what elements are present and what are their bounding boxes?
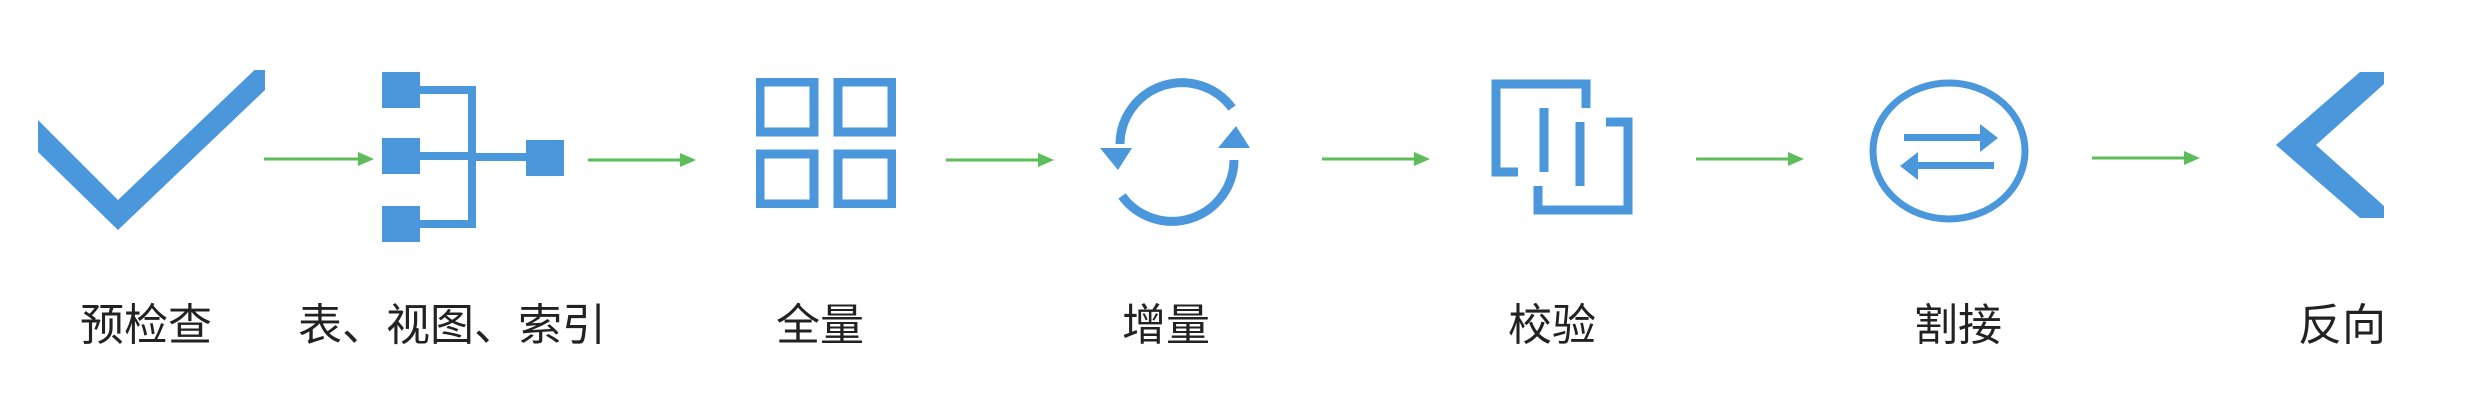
step-label-table-view-index: 表、视图、索引 <box>298 300 606 351</box>
flow-arrow-1 <box>264 149 374 169</box>
checkmark-icon <box>38 70 266 230</box>
step-label-incremental: 增量 <box>1122 300 1210 351</box>
step-label-verify: 校验 <box>1508 300 1596 351</box>
sync-icon <box>1086 74 1268 230</box>
flow-arrow-5 <box>1696 149 1804 169</box>
switch-icon <box>1868 78 2030 224</box>
grid-icon <box>756 78 896 208</box>
step-label-cutover: 割接 <box>1914 300 2002 351</box>
schema-tree-icon <box>382 72 564 244</box>
step-label-reverse: 反向 <box>2298 300 2386 351</box>
chevron-left-icon <box>2276 72 2388 218</box>
flow-arrow-2 <box>588 150 696 170</box>
step-label-full: 全量 <box>776 300 864 351</box>
flow-arrow-4 <box>1322 149 1430 169</box>
copy-verify-icon <box>1488 76 1636 216</box>
step-label-precheck: 预检查 <box>80 300 212 351</box>
flow-arrow-3 <box>946 150 1054 170</box>
flow-arrow-6 <box>2092 148 2200 168</box>
